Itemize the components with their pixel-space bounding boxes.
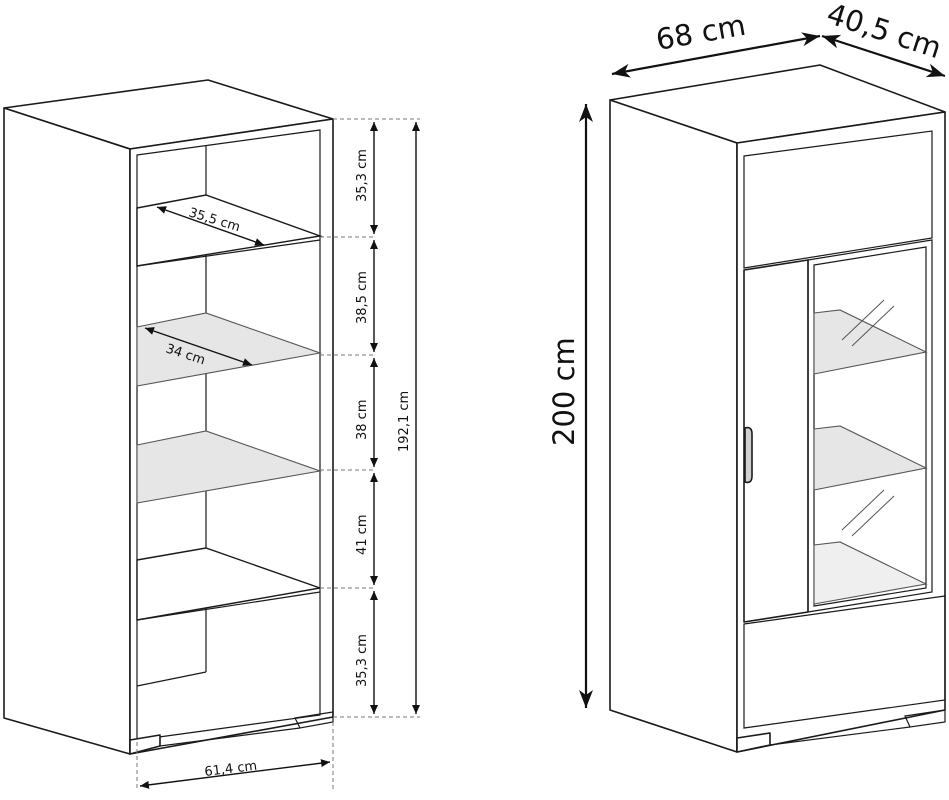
gap-2-label: 38,5 cm [355,271,370,324]
right-cabinet: 68 cm 40,5 cm 200 cm [547,0,946,753]
inner-width-label: 61,4 cm [204,759,258,780]
right-cabinet-floor [813,541,928,605]
left-cabinet-opening [136,129,321,741]
shelf-depth-arrow-top [156,206,265,246]
gap-1-label: 35,3 cm [355,149,370,202]
right-cabinet-glass-door [807,239,933,613]
gap-4-label: 41 cm [355,515,370,556]
shelf-depth-arrow-glass [144,327,253,366]
right-cabinet-side-panel [609,99,738,753]
right-cabinet-top-panel [743,130,933,269]
door-handle [744,426,753,484]
gap-5-label: 35,3 cm [355,634,370,687]
left-glass-shelf-3 [136,430,323,504]
inner-height-label: 192,1 cm [397,391,412,452]
right-glass-shelf-2 [813,425,928,491]
width-arrow [611,32,821,78]
gap-3-label: 38 cm [355,400,370,441]
left-cabinet-side-panel [3,107,131,755]
width-label: 68 cm [653,8,748,57]
right-cabinet-bottom-panel [743,595,946,729]
depth-arrow [821,34,946,78]
right-cabinet-plinth [736,732,771,753]
left-cabinet: 35,5 cm 34 cm 35,3 cm 38,5 cm 38 cm 41 c… [3,79,420,790]
inner-width-arrow [139,759,331,789]
height-label: 200 cm [547,337,581,446]
right-glass-shelf-1 [813,309,928,375]
right-cabinet-solid-door [743,259,809,623]
